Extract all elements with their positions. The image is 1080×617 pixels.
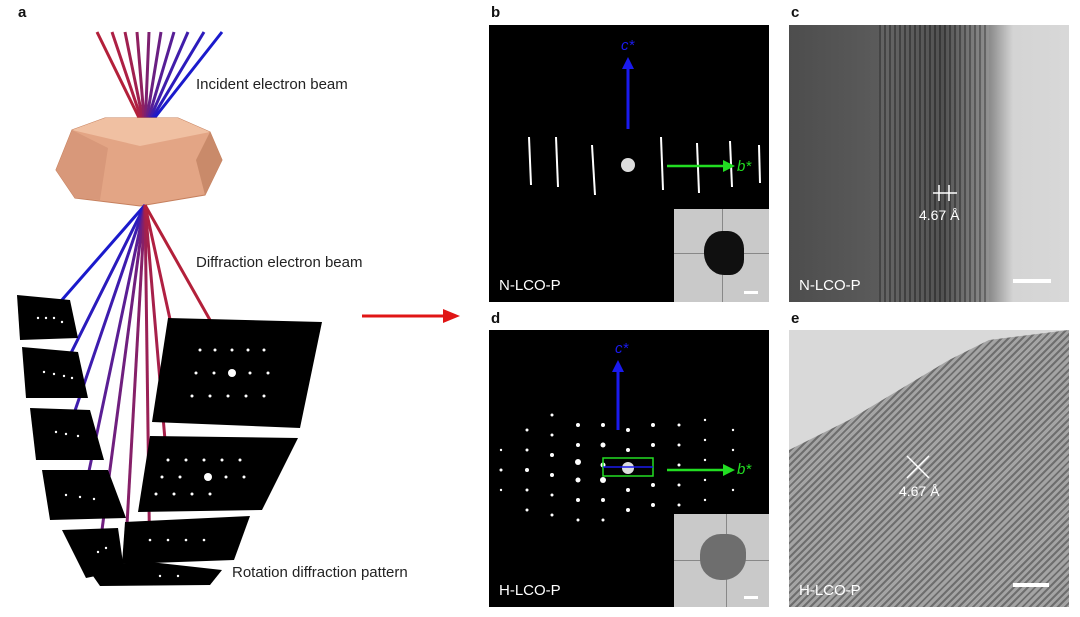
panel-c-scale-bar xyxy=(1013,279,1051,283)
panel-label-e: e xyxy=(791,310,800,327)
panel-e-sample-label: H-LCO-P xyxy=(799,582,861,599)
panel-b-inset-image xyxy=(674,209,769,302)
detector-plates xyxy=(17,295,322,586)
crystal-shape xyxy=(55,117,223,207)
panel-label-c: c xyxy=(791,4,800,21)
panel-e-scale-bar xyxy=(1013,583,1049,587)
incident-beams xyxy=(95,31,224,131)
panel-label-b: b xyxy=(491,4,501,21)
axis-b-label: b* xyxy=(737,461,752,478)
axis-c-label: c* xyxy=(615,340,629,357)
panel-c-sample-label: N-LCO-P xyxy=(799,277,861,294)
panel-c-hrtem-image: 4.67 Å N-LCO-P xyxy=(789,25,1069,302)
red-arrow xyxy=(362,309,460,323)
rotation-pattern-label: Rotation diffraction pattern xyxy=(232,564,408,581)
panel-c-spacing-label: 4.67 Å xyxy=(919,207,960,223)
incident-beam-label: Incident electron beam xyxy=(196,76,348,93)
panel-d-sample-label: H-LCO-P xyxy=(499,582,561,599)
panel-d-inset-image xyxy=(674,514,769,607)
panel-b-sample-label: N-LCO-P xyxy=(499,277,561,294)
panel-label-d: d xyxy=(491,310,501,327)
axis-c-label: c* xyxy=(621,37,635,54)
panel-d-ed-pattern: c* b* H-LCO-P xyxy=(489,330,769,607)
diffraction-spots xyxy=(36,316,270,578)
panel-b-ed-pattern: c* b* N-LCO-P xyxy=(489,25,769,302)
panel-e-hrtem-image: 4.67 Å H-LCO-P xyxy=(789,330,1069,607)
axis-b-label: b* xyxy=(737,158,752,175)
diffraction-beam-label: Diffraction electron beam xyxy=(196,254,363,271)
panel-label-a: a xyxy=(18,4,27,21)
panel-e-spacing-label: 4.67 Å xyxy=(899,483,940,499)
diffraction-schematic xyxy=(17,31,460,586)
